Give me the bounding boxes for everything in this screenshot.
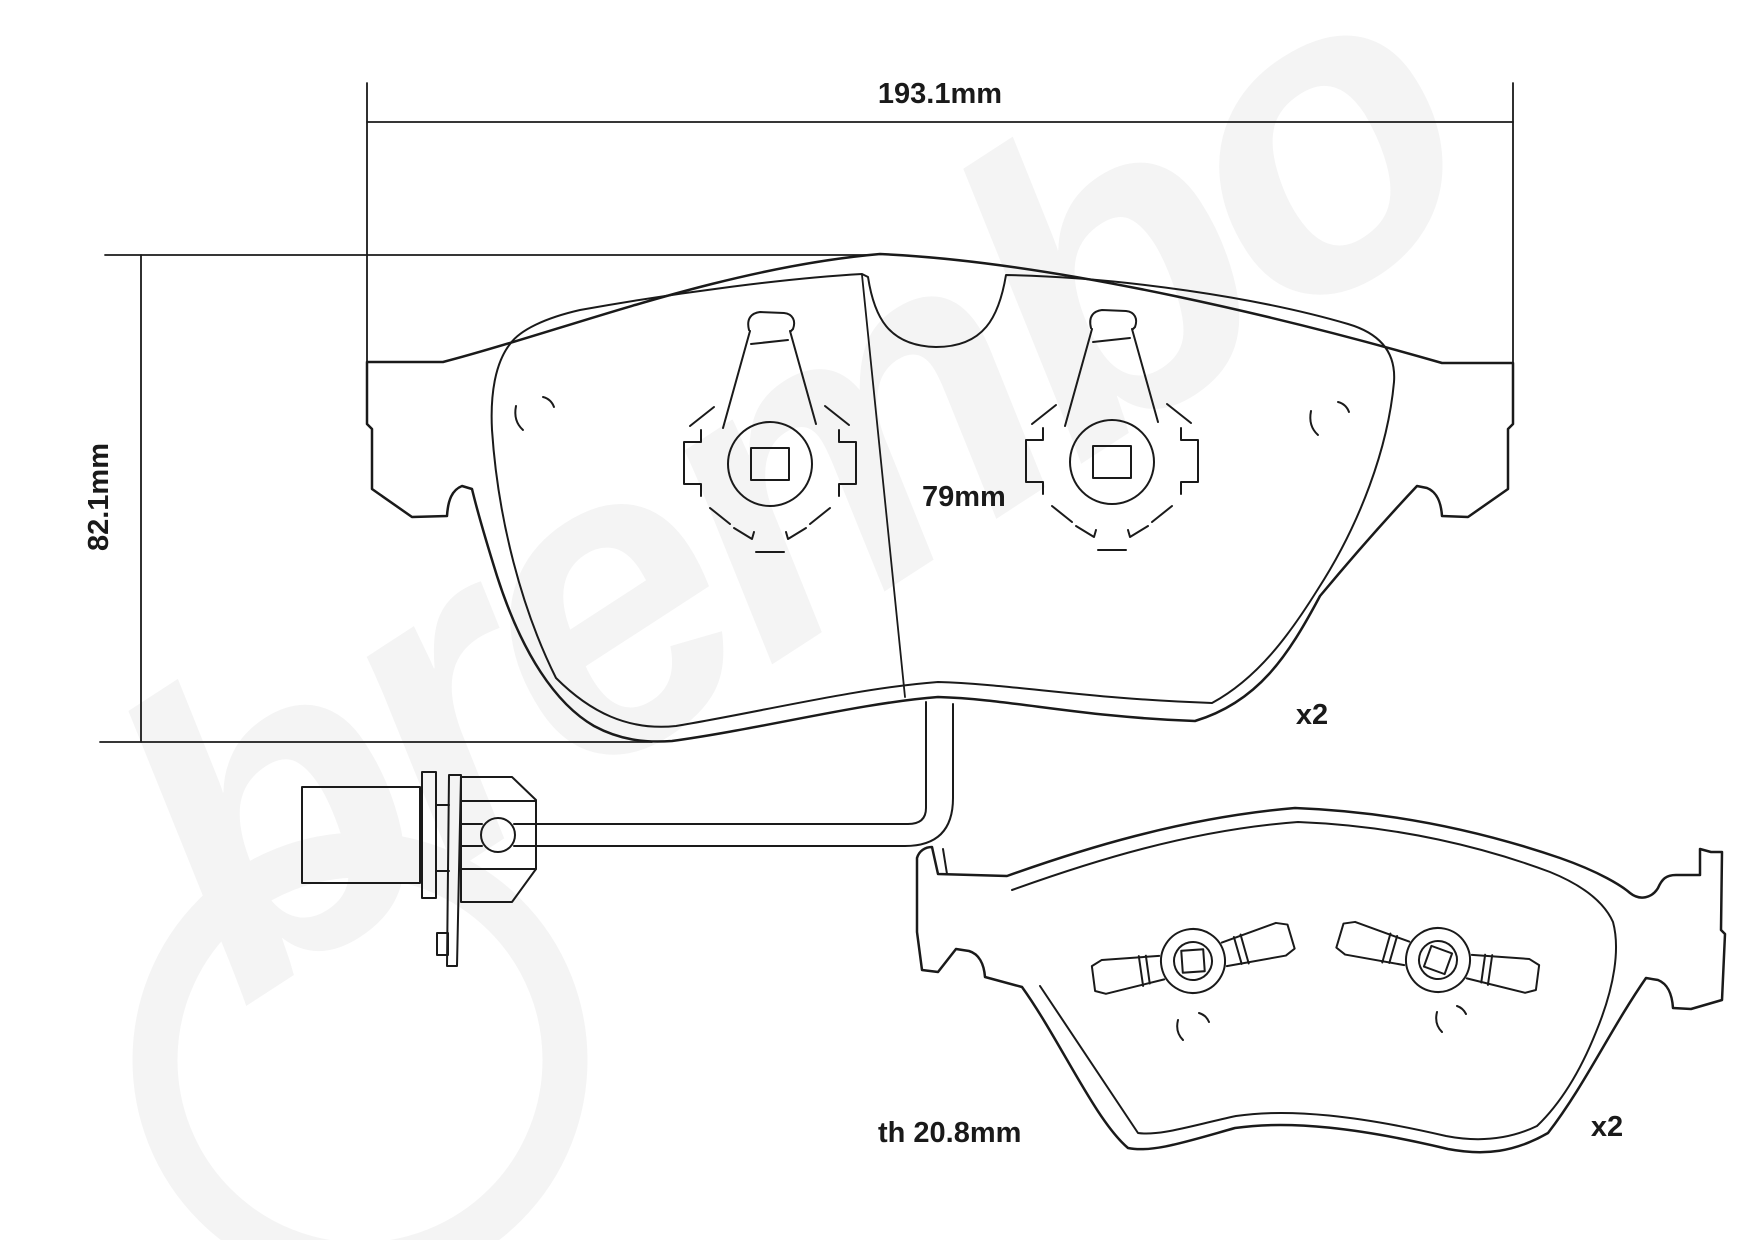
pad-front-chamfer-mark-right [1309, 401, 1350, 436]
connector-step [435, 804, 450, 872]
brembo-watermark: brembo [29, 0, 1548, 1240]
height-dimension-label: 82.1mm [83, 443, 115, 551]
pad-angled-view [915, 806, 1727, 1154]
damper-pin-right [1330, 906, 1546, 1014]
watermark-ring [132, 832, 588, 1240]
sensor-connector [301, 771, 537, 967]
pad-front-chamfer-mark-left [514, 396, 555, 431]
connector-body [301, 786, 421, 884]
height-extension-lines [99, 254, 869, 743]
pad-front-view [365, 252, 1515, 743]
width-extension-lines [366, 82, 1514, 363]
pad-height-reference-line [861, 274, 906, 698]
damper-pin-left [1085, 907, 1301, 1015]
pad-angled-chamfer-mark-left [1176, 1012, 1210, 1041]
pad-height-label: 79mm [922, 481, 1006, 513]
connector-flange [446, 774, 462, 967]
connector-tab [436, 932, 449, 956]
dimension-lines [99, 82, 1514, 743]
pad-front-friction-outline [490, 273, 1396, 728]
pad-front-outline [365, 252, 1515, 743]
quantity-front-label: x2 [1296, 699, 1328, 731]
pad-angled-ear-line [942, 848, 948, 875]
wear-sensor [301, 701, 954, 967]
watermark-text: brembo [29, 0, 1548, 1087]
pad-angled-friction-outline [1011, 821, 1618, 1141]
pad-angled-outline [915, 806, 1727, 1154]
width-dimension-label: 193.1mm [878, 78, 1002, 110]
pad-angled-chamfer-mark-right [1435, 1005, 1467, 1033]
quantity-angled-label: x2 [1591, 1111, 1623, 1143]
connector-pin-hole [480, 817, 516, 853]
connector-washer [421, 771, 437, 899]
thickness-label: th 20.8mm [878, 1117, 1021, 1149]
connector-nut-face-lines [460, 800, 537, 870]
sensor-wire [535, 701, 954, 847]
